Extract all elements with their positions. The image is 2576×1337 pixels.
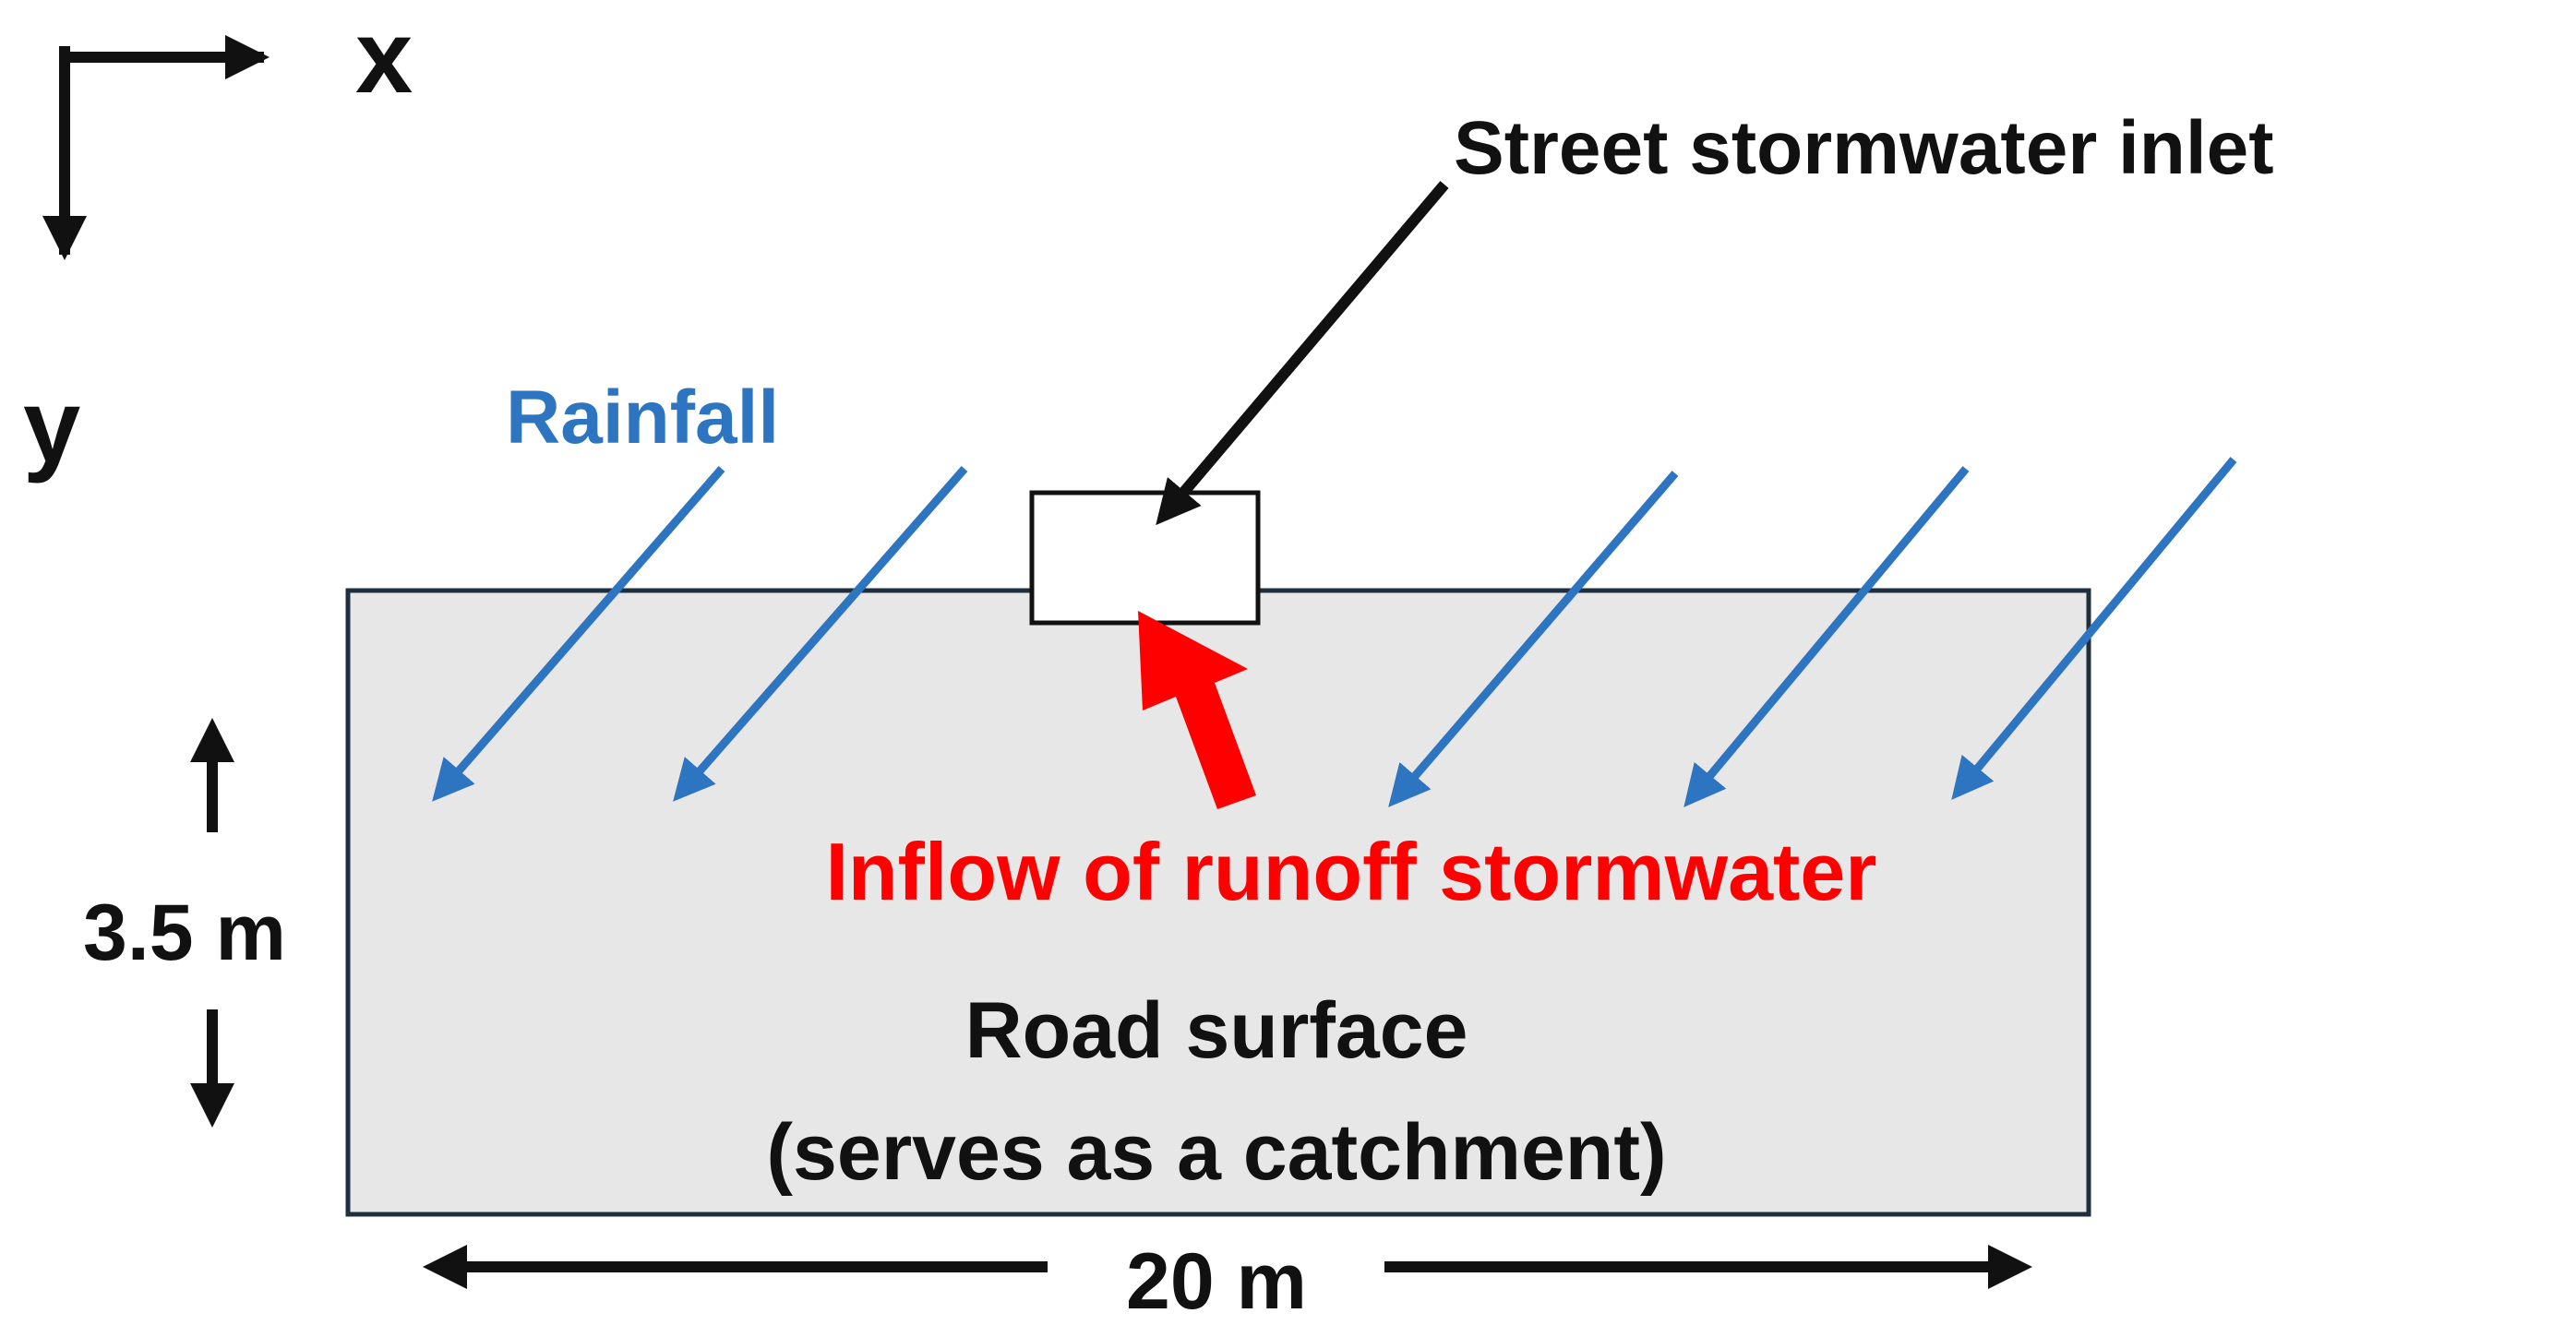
height-label: 3.5 m: [83, 889, 286, 977]
rainfall-arrow: [432, 466, 725, 802]
inlet-pointer-arrow: [1156, 181, 1449, 526]
y-axis-label: y: [23, 368, 80, 483]
rainfall-arrow: [1683, 466, 1970, 807]
rainfall-arrow: [673, 466, 968, 802]
coordinate-axes: x y: [23, 0, 413, 483]
width-label: 20 m: [1126, 1237, 1307, 1326]
rainfall-label: Rainfall: [506, 376, 779, 460]
road-label-line1: Road surface: [965, 986, 1468, 1075]
x-axis-label: x: [355, 0, 413, 114]
stormwater-inlet: [1029, 490, 1261, 626]
road-label-line2: (serves as a catchment): [766, 1108, 1666, 1197]
rainfall-arrows: [432, 457, 2237, 807]
inflow-label: Inflow of runoff stormwater: [825, 826, 1876, 917]
height-dimension: 3.5 m: [83, 718, 286, 1128]
rainfall-arrow: [1951, 457, 2237, 800]
rainfall-arrow: [1388, 471, 1679, 807]
width-dimension: 20 m: [423, 1237, 2032, 1326]
inflow-arrow: [1138, 611, 1256, 809]
inlet-label: Street stormwater inlet: [1454, 106, 2274, 190]
